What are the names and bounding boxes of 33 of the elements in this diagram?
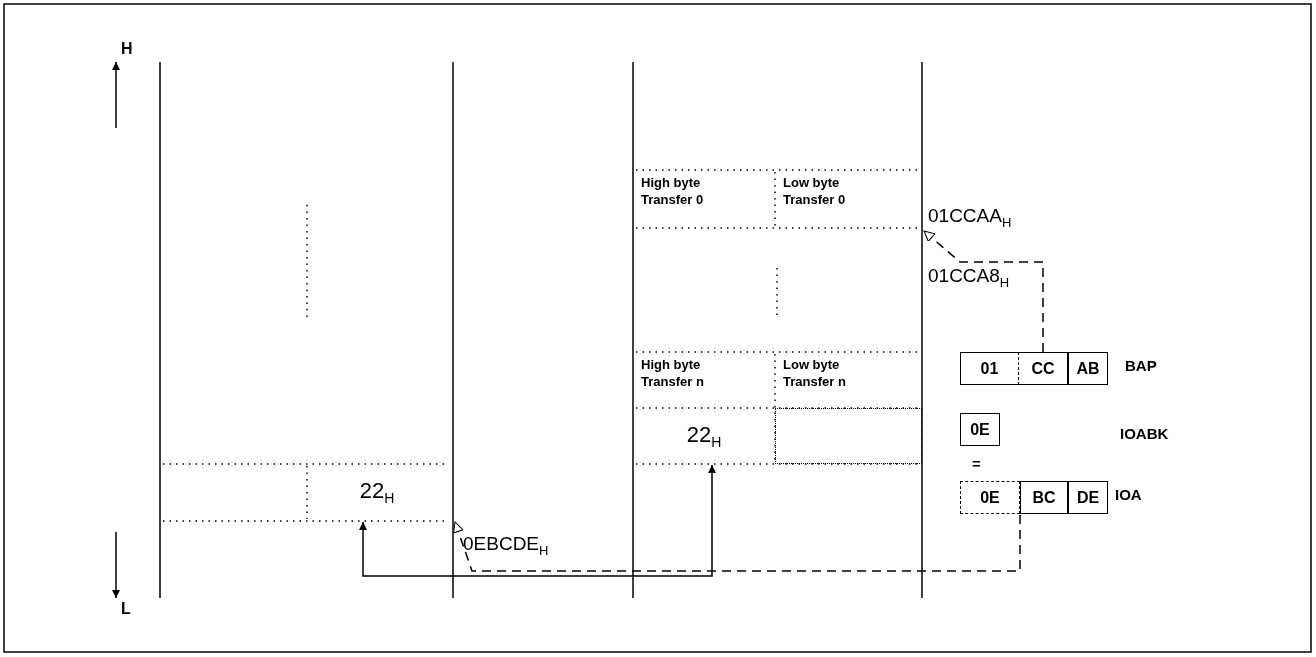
axis-label: H xyxy=(121,40,133,58)
register-field xyxy=(1068,481,1108,514)
data-value: 22$_{H}$ xyxy=(686,421,722,451)
equals-sign: = xyxy=(972,455,981,472)
register-value: 0E xyxy=(980,488,1000,507)
cell-label: Low byte Transfer 0 xyxy=(783,174,847,208)
axis-label: L xyxy=(121,600,131,618)
address-label: 0EBCDE$_{H}$ xyxy=(463,533,549,558)
data-value: 22$_{H}$ xyxy=(359,478,395,507)
register-value: DE xyxy=(1076,488,1100,507)
register-value: 0E xyxy=(970,420,990,439)
register-name: IOABK xyxy=(1120,425,1169,442)
pointer-line xyxy=(923,230,1044,353)
register-field xyxy=(1068,352,1108,385)
register-field xyxy=(960,352,1018,385)
memory-cell xyxy=(775,408,922,464)
address-label: 01CCA8$_{H}$ xyxy=(928,265,1010,290)
cell-label: High byte Transfer 0 xyxy=(641,174,705,208)
register-value: CC xyxy=(1031,359,1055,378)
register-field xyxy=(960,481,1020,514)
register-field xyxy=(1018,352,1068,385)
register-value: 01 xyxy=(980,359,999,378)
transfer-arrow xyxy=(359,464,716,577)
pointer-line xyxy=(453,514,1021,572)
cell-label: Low byte Transfer n xyxy=(783,356,847,390)
register-value: AB xyxy=(1076,359,1100,378)
address-label: 01CCAA$_{H}$ xyxy=(928,205,1012,230)
register-field xyxy=(1020,481,1068,514)
register-field xyxy=(960,413,1000,446)
register-value: BC xyxy=(1032,488,1056,507)
register-name: IOA xyxy=(1115,486,1142,503)
cell-label: High byte Transfer n xyxy=(641,356,705,390)
register-name: BAP xyxy=(1125,357,1157,374)
